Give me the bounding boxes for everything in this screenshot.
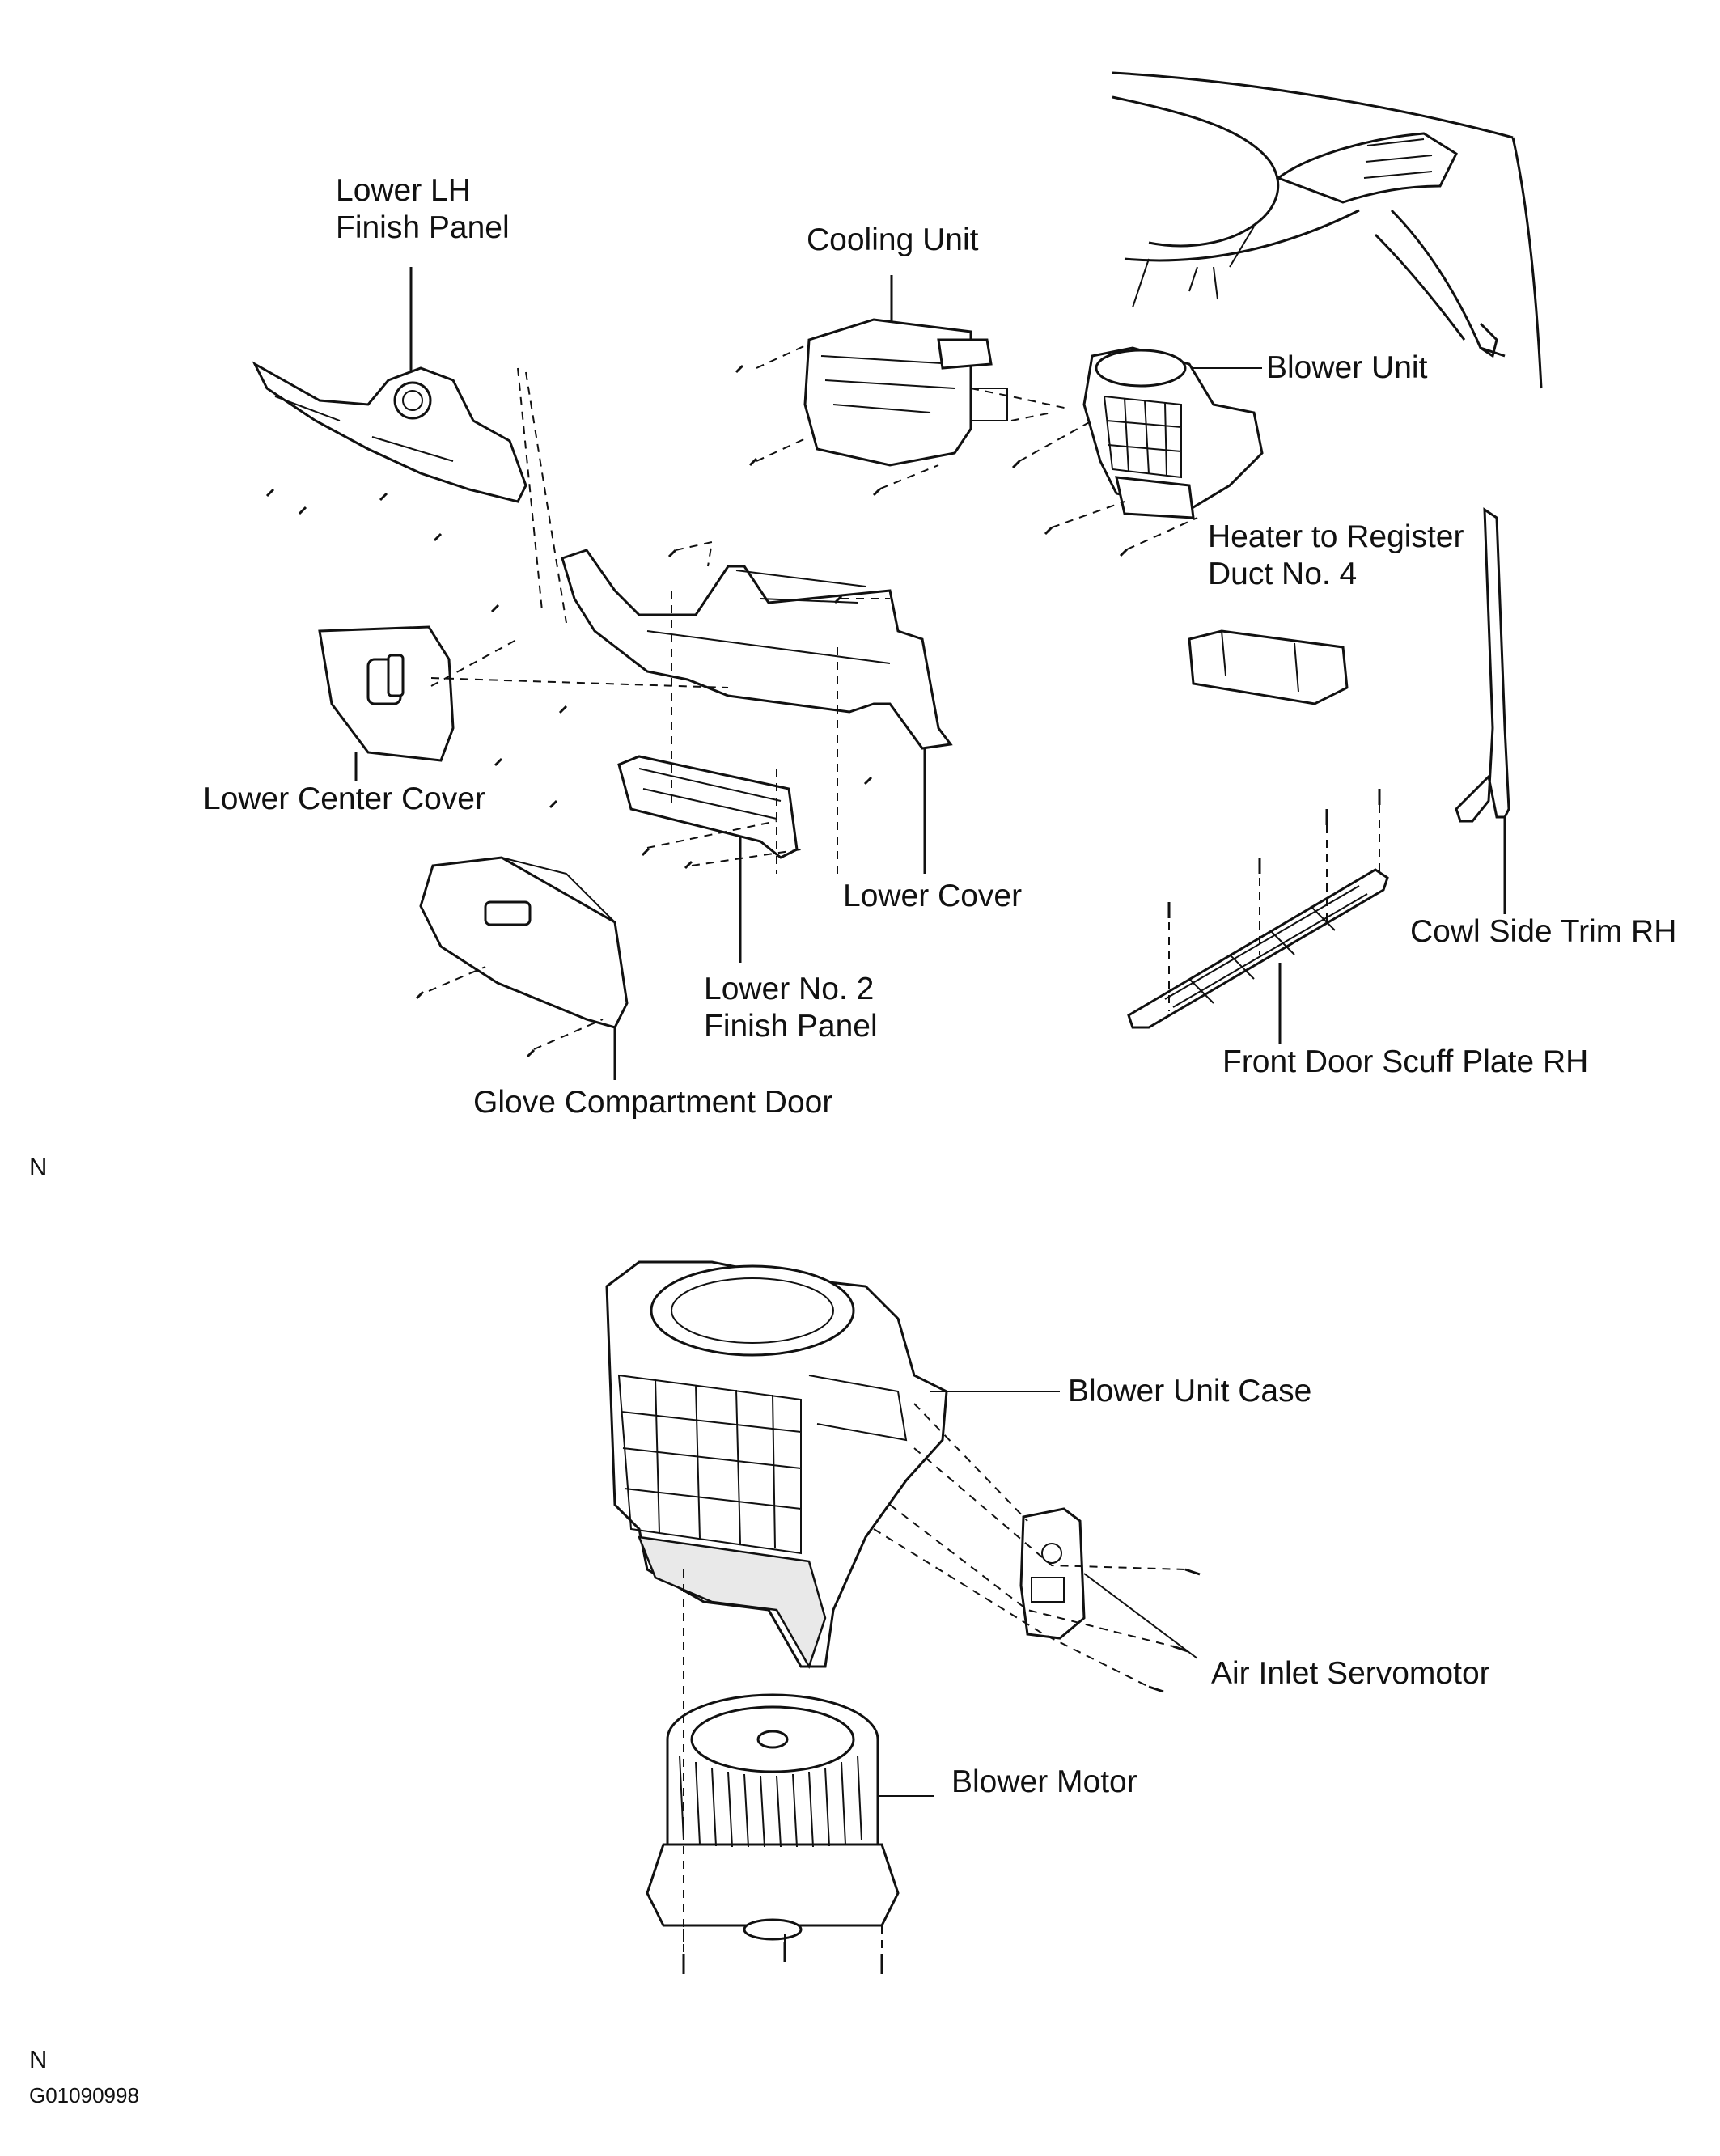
- lower-no2-finish-panel-part: [617, 755, 799, 963]
- top-assembly-lines: [428, 343, 1380, 1050]
- label-air-inlet-servomotor: Air Inlet Servomotor: [1211, 1656, 1490, 1691]
- label-blower-unit-case: Blower Unit Case: [1068, 1374, 1312, 1408]
- label-lower-lh-finish-panel: Lower LH Finish Panel: [336, 173, 510, 245]
- glove-compartment-door-part: [419, 856, 629, 1080]
- blower-unit-part: [1082, 346, 1264, 519]
- heater-register-duct-part: [1188, 629, 1349, 705]
- front-door-scuff-plate-part: [1127, 868, 1389, 1044]
- label-blower-unit: Blower Unit: [1266, 350, 1428, 385]
- air-inlet-servomotor-part: [1019, 1507, 1198, 1659]
- lower-lh-finish-panel-part: [252, 267, 527, 503]
- label-glove-compartment-door: Glove Compartment Door: [473, 1085, 833, 1120]
- blower-unit-case-part: [605, 1260, 1060, 1670]
- cooling-unit-part: [803, 275, 1008, 467]
- north-mark-bottom: N: [29, 2045, 48, 2073]
- lower-center-cover-part: [318, 625, 455, 781]
- label-heater-to-register-duct: Heater to Register Duct No. 4: [1208, 519, 1464, 591]
- cowl-side-trim-part: [1455, 507, 1510, 914]
- figure-code: G01090998: [29, 2083, 139, 2107]
- label-lower-center-cover: Lower Center Cover: [203, 781, 485, 816]
- label-blower-motor: Blower Motor: [951, 1764, 1137, 1799]
- label-front-door-scuff-plate-rh: Front Door Scuff Plate RH: [1222, 1044, 1589, 1079]
- label-lower-cover: Lower Cover: [843, 879, 1023, 913]
- label-cooling-unit: Cooling Unit: [807, 222, 979, 257]
- top-screws: [265, 364, 1381, 1058]
- lower-cover-part: [561, 549, 953, 874]
- bottom-screws: [682, 1403, 1201, 1974]
- label-lower-no2-finish-panel: Lower No. 2 Finish Panel: [704, 972, 878, 1044]
- dashboard-outline: [1112, 71, 1543, 389]
- north-mark-top: N: [29, 1153, 48, 1181]
- blower-motor-part: [646, 1693, 934, 1941]
- label-cowl-side-trim-rh: Cowl Side Trim RH: [1410, 914, 1677, 949]
